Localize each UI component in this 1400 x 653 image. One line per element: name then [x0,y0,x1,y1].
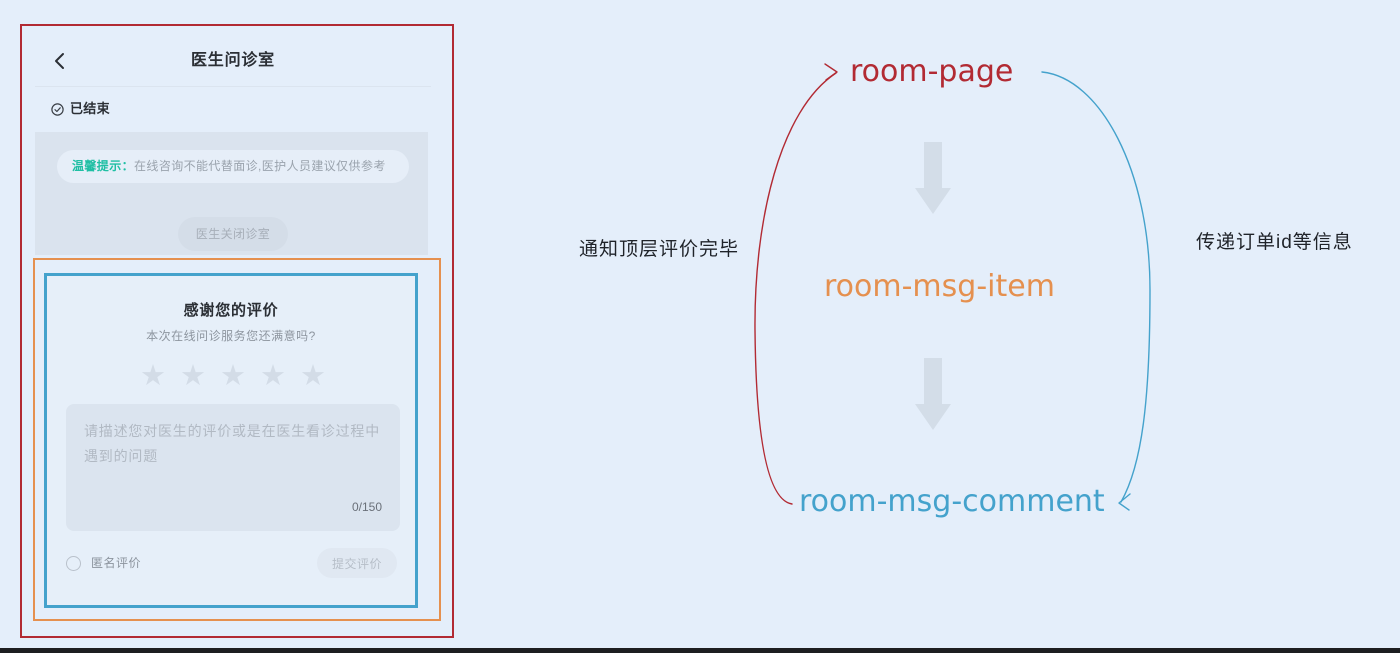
bottom-bar [0,648,1400,653]
pass-order-label: 传递订单id等信息 [1196,232,1353,253]
room-msg-comment-card: 感谢您的评价 本次在线问诊服务您还满意吗? ★ ★ ★ ★ ★ 0/150 匿名评价 提… [44,273,418,608]
notify-parent-arrowhead [824,63,838,81]
anonymous-radio[interactable] [66,555,81,571]
rating-stars: ★ ★ ★ ★ ★ [133,360,333,390]
comment-subtitle: 本次在线问诊服务您还满意吗? [146,329,316,343]
notice-tip: 温馨提示：在线咨询不能代替面诊,医护人员建议仅供参考 [57,150,409,183]
anonymous-label: 匿名评价 [91,556,142,570]
notify-parent-curve [754,72,837,505]
star-icon[interactable]: ★ [300,358,326,392]
chevron-left-icon[interactable] [53,52,67,70]
room-status-label: 已结束 [70,101,110,116]
page-title: 医生问诊室 [190,52,275,69]
node-room-page: room-page [850,54,1014,89]
notice-text: 在线咨询不能代替面诊,医护人员建议仅供参考 [134,159,386,173]
comment-textarea[interactable] [66,404,400,531]
pass-order-curve [1041,71,1151,503]
check-mark [54,107,61,113]
star-icon[interactable]: ★ [220,358,246,392]
room-page-frame [20,24,454,638]
notify-parent-label: 通知顶层评价完毕 [579,239,740,260]
submit-comment-button[interactable]: 提交评价 [317,548,397,578]
check-circle-icon [51,103,64,116]
comment-title: 感谢您的评价 [183,302,279,319]
room-closed-notice: 医生关闭诊室 [178,217,288,251]
header-divider [35,86,431,87]
anonymous-toggle[interactable]: 匿名评价 [66,554,141,572]
char-counter: 0/150 [351,500,382,514]
down-arrow-icon [915,142,951,214]
room-msg-item-frame [33,258,441,621]
node-room-msg-item: room-msg-item [824,269,1055,304]
down-arrow-icon [915,358,951,430]
chevron-stroke [55,53,64,69]
node-room-msg-comment: room-msg-comment [799,484,1105,519]
star-icon[interactable]: ★ [180,358,206,392]
check-circle-ring [51,103,64,116]
star-icon[interactable]: ★ [260,358,286,392]
message-list: 温馨提示：在线咨询不能代替面诊,医护人员建议仅供参考 医生关闭诊室 [35,132,428,255]
notice-prefix: 温馨提示： [72,159,135,173]
consult-room-screen: 医生问诊室 已结束 温馨提示：在线咨询不能代替面诊,医护人员建议仅供参考 医生关… [33,26,441,636]
star-icon[interactable]: ★ [140,358,166,392]
pass-order-arrowhead [1118,493,1131,511]
